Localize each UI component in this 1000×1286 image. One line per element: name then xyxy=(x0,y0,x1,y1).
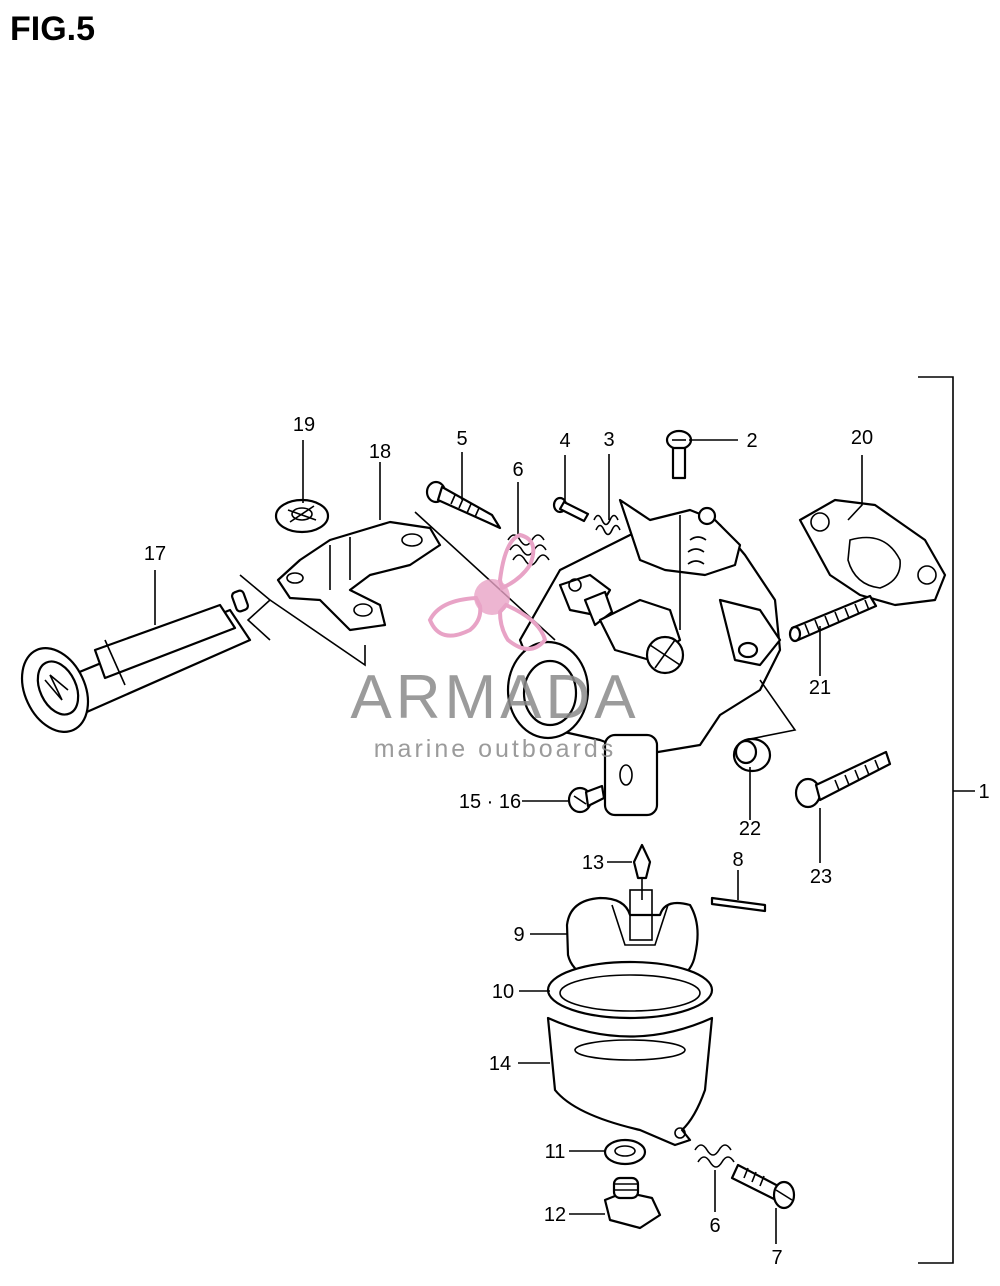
watermark-tagline: marine outboards xyxy=(374,735,617,763)
callout-17: 17 xyxy=(144,543,166,565)
callout-labels: 1 2 3 4 5 6 6 7 8 9 10 11 12 13 14 15 · … xyxy=(144,414,990,1269)
assembly-bracket xyxy=(918,376,975,1264)
choke-knob-rod xyxy=(20,574,272,733)
callout-23: 23 xyxy=(810,866,832,888)
mounting-stud xyxy=(788,594,878,643)
callout-19: 19 xyxy=(293,414,315,436)
callout-2: 2 xyxy=(746,430,757,452)
callout-21: 21 xyxy=(809,677,831,699)
throttle-stop-spring xyxy=(593,514,621,536)
intake-gasket xyxy=(798,498,947,607)
callout-9: 9 xyxy=(513,924,524,946)
callout-12: 12 xyxy=(544,1204,566,1226)
callout-3: 3 xyxy=(603,429,614,451)
callout-20: 20 xyxy=(851,427,873,449)
drain-plug xyxy=(603,1176,662,1230)
watermark: ARMADA marine outboards xyxy=(350,532,639,763)
callout-6-lower: 6 xyxy=(709,1215,720,1237)
callout-13: 13 xyxy=(582,852,604,874)
callout-18: 18 xyxy=(369,441,391,463)
idle-screw-spring xyxy=(694,1144,735,1168)
callout-22: 22 xyxy=(739,818,761,840)
throttle-stop-screw xyxy=(552,496,590,523)
drain-screw xyxy=(567,784,606,814)
idle-adjust-screw xyxy=(730,1163,796,1210)
callout-6-upper: 6 xyxy=(512,459,523,481)
callout-8: 8 xyxy=(732,849,743,871)
choke-clip xyxy=(274,498,330,534)
callout-10: 10 xyxy=(492,981,514,1003)
callout-5: 5 xyxy=(456,428,467,450)
watermark-brand: ARMADA xyxy=(350,663,639,732)
float-bowl-gasket xyxy=(546,960,714,1020)
callout-7: 7 xyxy=(771,1247,782,1269)
float-bowl xyxy=(546,1016,714,1147)
callout-1: 1 xyxy=(978,781,989,803)
callout-4: 4 xyxy=(559,430,570,452)
carburetor-body xyxy=(414,498,797,817)
figure-title: FIG.5 xyxy=(10,10,96,48)
float-pin xyxy=(710,896,767,913)
top-screw xyxy=(665,429,693,480)
callout-14: 14 xyxy=(489,1053,511,1075)
pilot-screw xyxy=(425,480,502,530)
callout-15-16: 15 · 16 xyxy=(459,791,521,813)
propeller-icon xyxy=(427,532,548,651)
flange-nut xyxy=(732,737,772,773)
choke-bracket xyxy=(269,520,442,667)
float-needle xyxy=(632,843,652,900)
leader-lines xyxy=(154,439,863,1244)
callout-11: 11 xyxy=(545,1141,566,1163)
drain-washer xyxy=(603,1138,647,1166)
flange-bolt xyxy=(794,750,892,809)
